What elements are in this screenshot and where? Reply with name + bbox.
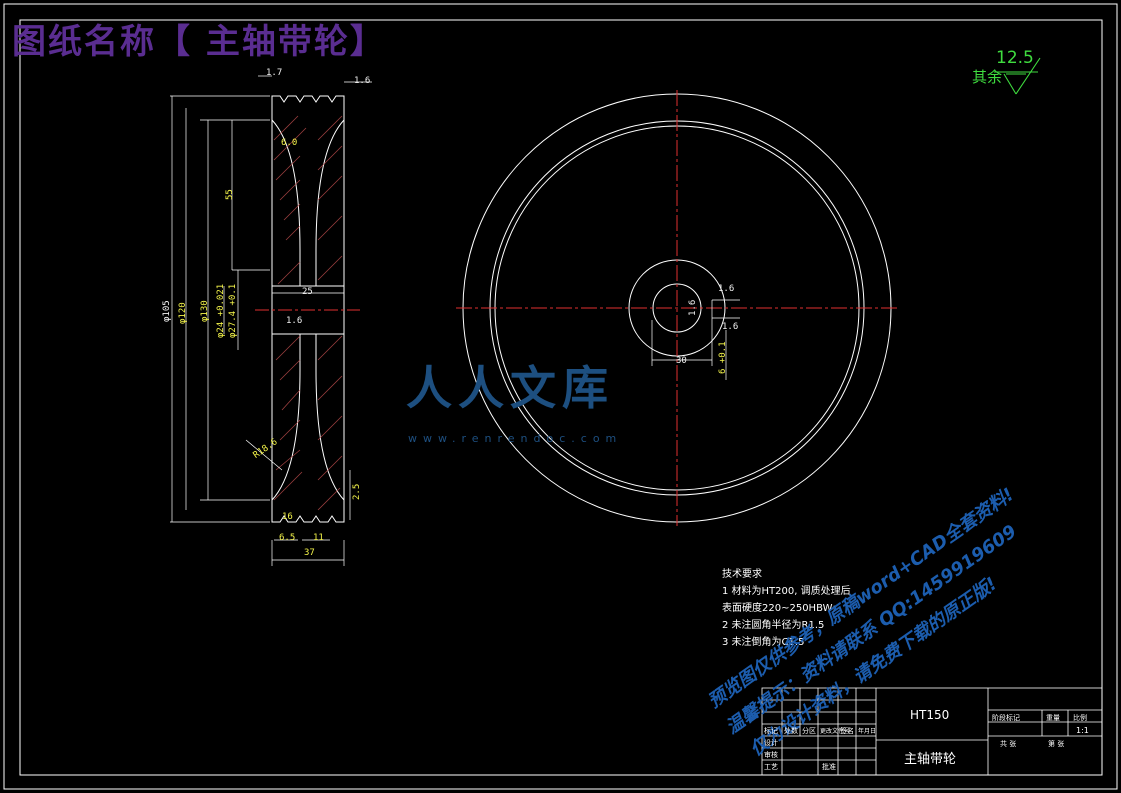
dim-text: φ105 <box>162 300 172 322</box>
scale-cell: 1:1 <box>1076 726 1089 735</box>
front-dimension-lines <box>651 299 740 380</box>
header-cell: 分区 <box>802 727 816 735</box>
requirement-line: 3 未注倒角为C1.5 <box>722 637 805 648</box>
watermark-url: www.renrendoc.com <box>408 432 623 445</box>
sheet-number-cell: 第 张 <box>1048 740 1065 748</box>
row-label: 工艺 <box>764 763 778 771</box>
section-hatch <box>273 115 343 511</box>
requirements-heading: 技术要求 <box>722 569 762 580</box>
dim-text: 37 <box>304 548 315 558</box>
dim-text: φ130 <box>200 300 210 322</box>
section-view <box>271 95 345 523</box>
dim-text: 6.0 <box>281 138 298 148</box>
front-centerlines <box>456 90 898 526</box>
header-cell: 处数 <box>784 727 798 735</box>
header-cell: 标记 <box>764 727 778 735</box>
dim-text: 1.6 <box>718 284 735 294</box>
dim-text: 30 <box>676 356 687 366</box>
dim-text: 6 +0.1 <box>718 341 728 374</box>
inner-frame <box>19 19 1103 776</box>
dim-text: 1.7 <box>266 68 283 78</box>
header-cell: 签名 <box>840 727 854 735</box>
roughness-prefix: 其余 <box>972 68 1003 86</box>
dim-text: 1.6 <box>286 316 303 326</box>
roughness-symbol <box>994 57 1041 95</box>
requirement-line: 2 未注圆角半径为R1.5 <box>722 620 825 631</box>
dim-text: 55 <box>225 189 235 200</box>
dim-text: φ24 +0.021 <box>216 283 226 338</box>
sheet-total-cell: 共 张 <box>1000 740 1017 748</box>
watermark-logo: 人人文库 <box>406 361 614 415</box>
outer-frame <box>3 3 1118 790</box>
stage-mark-cell: 阶段标记 <box>992 714 1020 722</box>
dim-text: 1.6 <box>354 76 371 86</box>
row-label: 审核 <box>764 751 778 759</box>
dim-text: 2.5 <box>352 483 362 500</box>
dim-text: φ27.4 +0.1 <box>228 283 238 338</box>
dim-text: 16 <box>282 512 293 522</box>
dim-text: 1.6 <box>722 322 739 332</box>
dim-text: φ120 <box>178 302 188 324</box>
roughness-value: 12.5 <box>996 48 1034 68</box>
title-block <box>761 687 1103 776</box>
requirement-line: 1 材料为HT200, 调质处理后 <box>722 586 851 597</box>
material-cell: HT150 <box>910 708 950 722</box>
row-label: 设计 <box>764 739 778 747</box>
dim-text: 6.5 <box>279 533 296 543</box>
dim-text: 11 <box>313 533 324 543</box>
part-name-cell: 主轴带轮 <box>904 752 957 767</box>
header-cell: 更改文件号 <box>820 728 851 735</box>
row-label: 批准 <box>822 763 836 771</box>
section-dimension-lines <box>170 75 372 566</box>
dim-text: 25 <box>302 287 313 297</box>
ratio-cell: 比例 <box>1073 714 1087 722</box>
requirement-line: 表面硬度220~250HBW; <box>722 603 836 614</box>
drawing-title: 图纸名称【 主轴带轮】 <box>12 22 386 62</box>
dim-text: 1.6 <box>688 299 698 316</box>
header-cell: 年月日 <box>858 728 877 735</box>
technical-requirements: 技术要求 1 材料为HT200, 调质处理后 表面硬度220~250HBW; 2… <box>722 566 851 651</box>
weight-cell: 重量 <box>1046 714 1060 722</box>
